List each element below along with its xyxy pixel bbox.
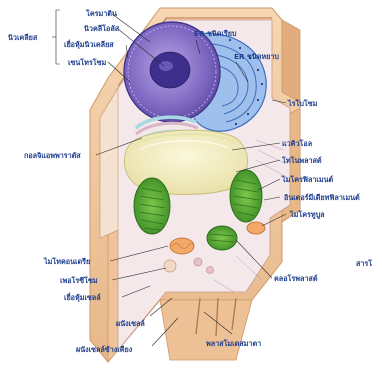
label-plasmodesmata: พลาสโมเดสมาตา [206, 339, 261, 348]
label-microtubule: ไมโครทูบูล [289, 210, 325, 220]
label-nucleolus: นิวคลีโอลัส [84, 24, 120, 33]
label-intermediate-filament: อินเตอร์มีเดียทฟิลาเมนต์ [283, 193, 360, 202]
label-cell-membrane: เยื่อหุ้มเซลล์ [64, 292, 101, 302]
label-rough-er: ER ชนิดเรียบ [194, 29, 237, 38]
label-cell-wall: ผนังเซลล์ [116, 319, 145, 328]
label-vacuole: แวคิวโอล [282, 139, 312, 148]
label-peroxisome: เพอโรซีโซม [60, 276, 98, 285]
label-nucleus-group: นิวเคลียส [8, 33, 38, 42]
label-microfilament: ไมโครฟิลาเมนต์ [281, 175, 334, 184]
chloroplast-left [134, 178, 170, 234]
chloroplast-right [230, 170, 262, 222]
label-chloroplast: คลอโรพลาสต์ [274, 274, 318, 283]
label-nuclear-membrane: เยื่อหุ้มนิวเคลียส [64, 39, 114, 49]
label-far-right: สารโ [356, 259, 372, 268]
label-adjacent-cell-wall: ผนังเซลล์ข้างเคียง [76, 345, 133, 354]
label-tonoplast: โทโนพลาสต์ [281, 156, 322, 165]
label-chromatin: โครมาติน [85, 9, 117, 18]
label-mitochondria: ไมโทคอนเดรีย [43, 257, 90, 266]
label-nuclear-pore: เซนโทรโซม [68, 58, 106, 67]
chloroplast-bottom [207, 226, 237, 250]
label-smooth-er: ER ชนิดหยาบ [234, 52, 279, 61]
label-golgi: กอลจิแอพพาราตัส [24, 151, 81, 160]
label-ribosome: ไรโบโซม [287, 99, 318, 108]
